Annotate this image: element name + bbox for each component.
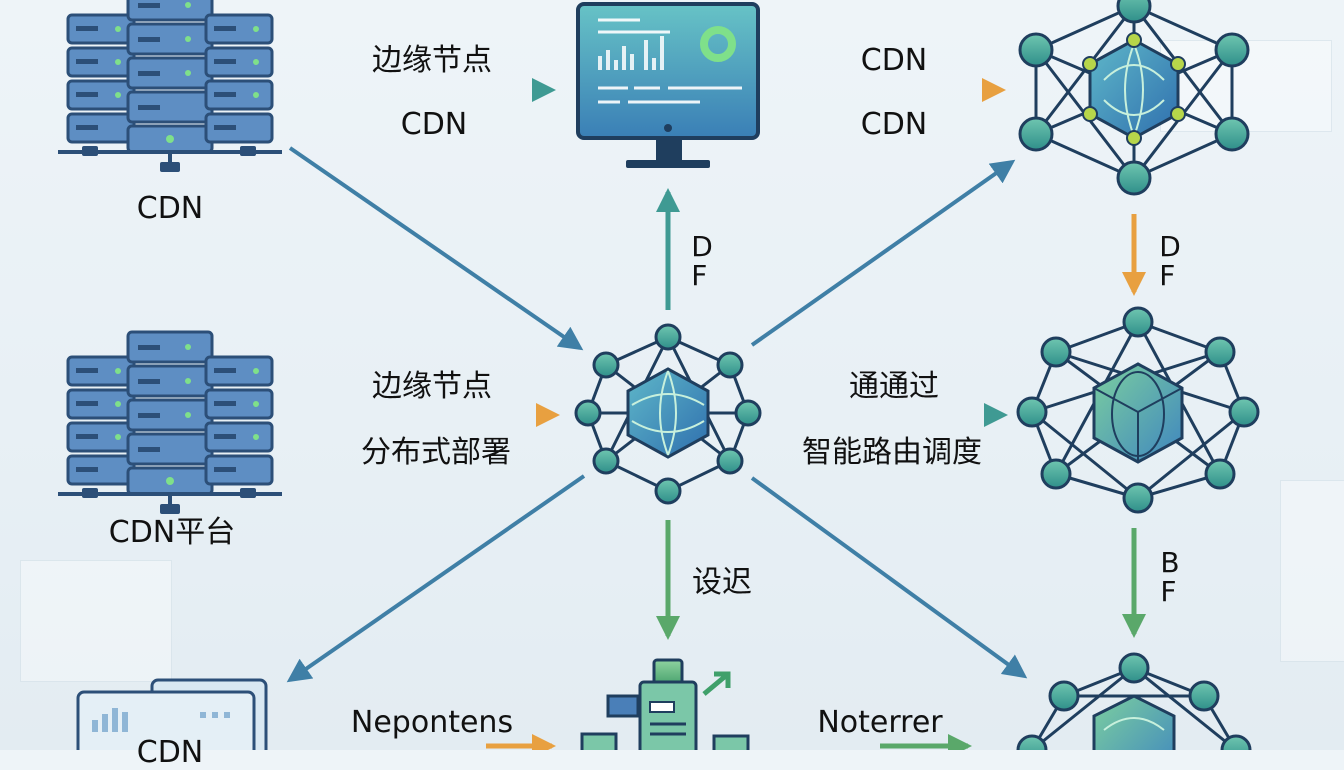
arrow-hub-to-bottom-monitor [286,474,586,683]
server-bottom-label: CDN [136,735,204,770]
arrow-down-right-top-label: D F [1159,230,1181,293]
arrow-up-center-label: D F [691,230,713,293]
server-rack-icon [58,0,282,172]
monitor-dashboard-icon [576,2,760,168]
router-device-icon [580,658,750,750]
network-node-icon [1018,0,1250,196]
dashboard-monitor-icon [76,678,268,750]
arrow-mid-label-2: 分布式部署 [361,435,511,470]
arrow-down-right-bottom-label: B F [1160,546,1180,609]
server-top-label: CDN [136,191,204,226]
arrow-server-to-hub [288,146,584,351]
arrow-top-label-1: 边缘节点 [372,43,492,78]
arrow-bottom-left-label: Nepontens [350,705,514,740]
arrow-bottom-right-label: Noterrer [817,705,943,740]
arrow-top-right-label-2: CDN [860,107,928,142]
server-rack-icon [58,330,282,514]
cdn-diagram [58,0,1260,750]
arrow-down-center-label: 设迟 [692,565,752,600]
arrow-top-right-label-1: CDN [860,43,928,78]
arrow-mid-right-label-1: 通通过 [849,369,939,404]
hub-node-icon [574,323,762,505]
network-node-icon [1016,652,1252,750]
arrow-hub-to-top-network [750,159,1016,347]
arrow-hub-to-bottom-network [750,476,1028,679]
arrow-top-label-2: CDN [400,107,468,142]
arrow-mid-label-1: 边缘节点 [372,369,492,404]
network-node-icon [1016,306,1260,514]
server-mid-label: CDN平台 [108,515,236,550]
arrow-mid-right-label-2: 智能路由调度 [802,435,982,470]
